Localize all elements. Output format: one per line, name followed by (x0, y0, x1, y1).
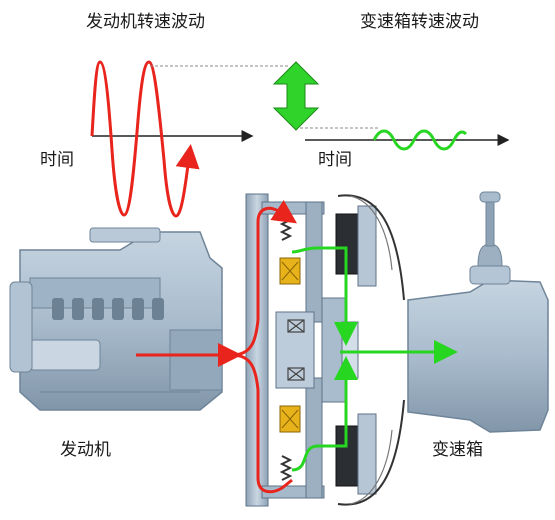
damper-assembly (245, 193, 405, 507)
right-time-axis-label: 时间 (318, 150, 352, 170)
engine-torque-path (136, 200, 297, 494)
engine-wave (90, 60, 200, 218)
engine-fluctuation-plot (90, 60, 290, 218)
gearbox-illustration (407, 191, 549, 433)
upper-green-path (291, 246, 358, 346)
engine-label: 发动机 (60, 440, 111, 460)
gearbox-fluctuation-plot (300, 127, 510, 151)
engine-illustration (9, 227, 223, 411)
lower-red-path (231, 353, 293, 494)
damping-reduction-arrow (272, 61, 320, 131)
gearbox-torque-path (291, 246, 458, 472)
gearbox-label: 变速箱 (432, 440, 483, 460)
left-time-axis-label: 时间 (40, 150, 74, 170)
lower-spring (279, 455, 293, 481)
lower-green-path (291, 356, 358, 472)
upper-red-path (231, 200, 297, 357)
gearbox-fluctuation-title: 变速箱转速波动 (360, 12, 479, 32)
gearbox-wave (372, 129, 468, 151)
engine-fluctuation-title: 发动机转速波动 (86, 12, 205, 32)
